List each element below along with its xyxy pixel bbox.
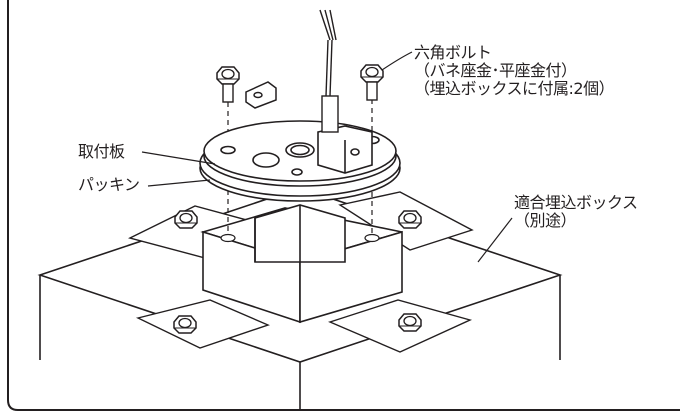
frame-border [7, 0, 680, 411]
hex-bolt-right [360, 64, 384, 101]
plate-bolt-nw [174, 210, 198, 229]
plate-bolt-ne [398, 210, 422, 229]
embedded-box [200, 204, 403, 324]
hex-bolt-left [216, 66, 240, 103]
bolt-label-line2: （バネ座金･平座金付） [414, 61, 577, 80]
mounting-plate-label: 取付板 [78, 142, 125, 161]
plate-bolt-sw [173, 315, 197, 334]
bolt-label-line3: （埋込ボックスに付属:2個） [414, 79, 615, 98]
cable [319, 9, 339, 133]
plate-bolt-se [398, 313, 422, 332]
embedded-box-label-line1: 適合埋込ボックス [514, 193, 638, 212]
bracket [245, 81, 277, 109]
mounting-plate [203, 120, 397, 187]
packing-label: パッキン [78, 175, 140, 194]
embedded-box-label-line2: （別途） [514, 211, 577, 230]
leader-lines [141, 51, 513, 263]
bolt-label-line1: 六角ボルト [414, 43, 492, 62]
